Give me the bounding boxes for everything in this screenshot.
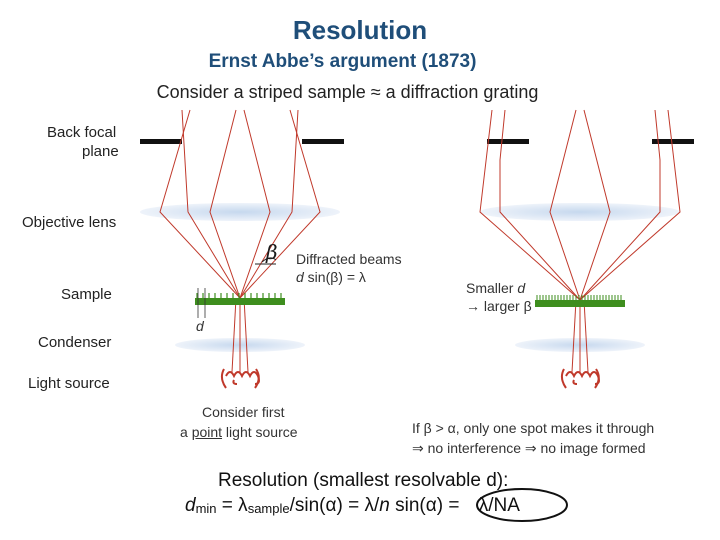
smaller-d-line1: Smaller d <box>466 280 525 296</box>
diffracted-beams-label: Diffracted beams <box>296 251 402 267</box>
na-highlight-ellipse <box>476 488 568 522</box>
formula-d: d <box>185 495 196 516</box>
right-objective-lens <box>480 203 680 221</box>
diffraction-rest: sin(β) = λ <box>303 269 366 285</box>
formula-eq1: = λ <box>216 495 248 516</box>
left-sample-grating <box>195 298 285 305</box>
right-stop-2 <box>652 139 694 144</box>
if-beta-line1: If β > α, only one spot makes it through <box>412 420 655 436</box>
formula-lambda-sub: sample <box>247 501 290 516</box>
right-filament-icon <box>560 368 600 389</box>
right-stop-1 <box>487 139 529 144</box>
formula-eq3: sin(α) = <box>389 495 465 516</box>
back-focal-label-2: plane <box>82 143 119 160</box>
left-objective-lens <box>140 203 340 221</box>
consider-point: point <box>191 424 223 440</box>
consider-a: a <box>180 424 192 440</box>
formula-n: n <box>379 495 390 516</box>
page-subtitle: Ernst Abbe’s argument (1873) <box>208 51 477 72</box>
smaller-text: Smaller <box>466 280 518 296</box>
smaller-d-line2: → larger β <box>466 298 532 314</box>
consider-line1: Consider first <box>202 404 285 420</box>
formula-d-sub: min <box>195 501 217 516</box>
left-grating-teeth <box>196 293 282 298</box>
left-stop-1 <box>140 139 182 144</box>
light-source-label: Light source <box>28 375 110 392</box>
spacing-d-label: d <box>196 318 204 334</box>
if-beta-line2: ⇒ no interference ⇒ no image formed <box>412 440 646 456</box>
beta-angle-arc <box>261 257 277 263</box>
diffraction-equation: d sin(β) = λ <box>296 269 366 285</box>
beta-symbol: β <box>266 240 278 264</box>
consider-line2: a point light source <box>180 424 298 440</box>
page-title: Resolution <box>292 15 428 45</box>
intro-text: Consider a striped sample ≈ a diffractio… <box>156 82 539 102</box>
objective-lens-label: Objective lens <box>22 214 117 231</box>
diffraction-d: d <box>296 269 304 285</box>
condenser-label: Condenser <box>38 334 112 351</box>
smaller-d: d <box>517 280 526 296</box>
right-sample-grating <box>535 300 625 307</box>
right-grating-teeth <box>536 295 622 300</box>
formula-eq2: /sin(α) = λ/ <box>289 495 380 516</box>
back-focal-label-1: Back focal <box>47 124 117 141</box>
resolution-formula: dmin = λsample/sin(α) = λ/n sin(α) = λ/N… <box>185 495 520 517</box>
sample-label: Sample <box>61 286 112 303</box>
left-stop-2 <box>302 139 344 144</box>
formula-boxed: λ/NA <box>478 495 520 516</box>
left-rays <box>159 109 321 373</box>
resolution-heading: Resolution (smallest resolvable d): <box>218 470 509 491</box>
consider-rest: light source <box>222 424 298 440</box>
left-filament-icon <box>220 368 260 389</box>
right-rays <box>479 109 681 373</box>
spacing-bracket <box>197 288 206 318</box>
